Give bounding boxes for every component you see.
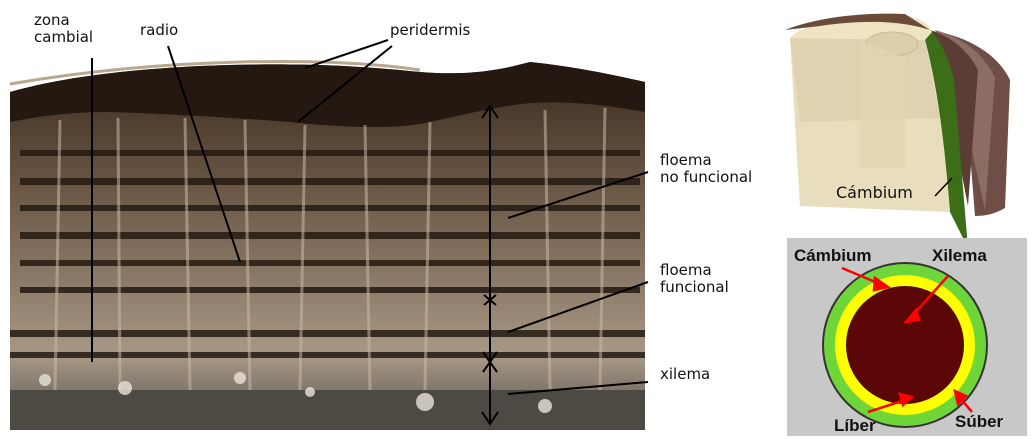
- label-suber: Súber: [955, 412, 1003, 431]
- label-xilema-cross: Xilema: [932, 246, 987, 265]
- xilema-core: [846, 286, 964, 404]
- label-cambium-cross: Cámbium: [794, 246, 871, 265]
- label-liber: Líber: [834, 416, 876, 435]
